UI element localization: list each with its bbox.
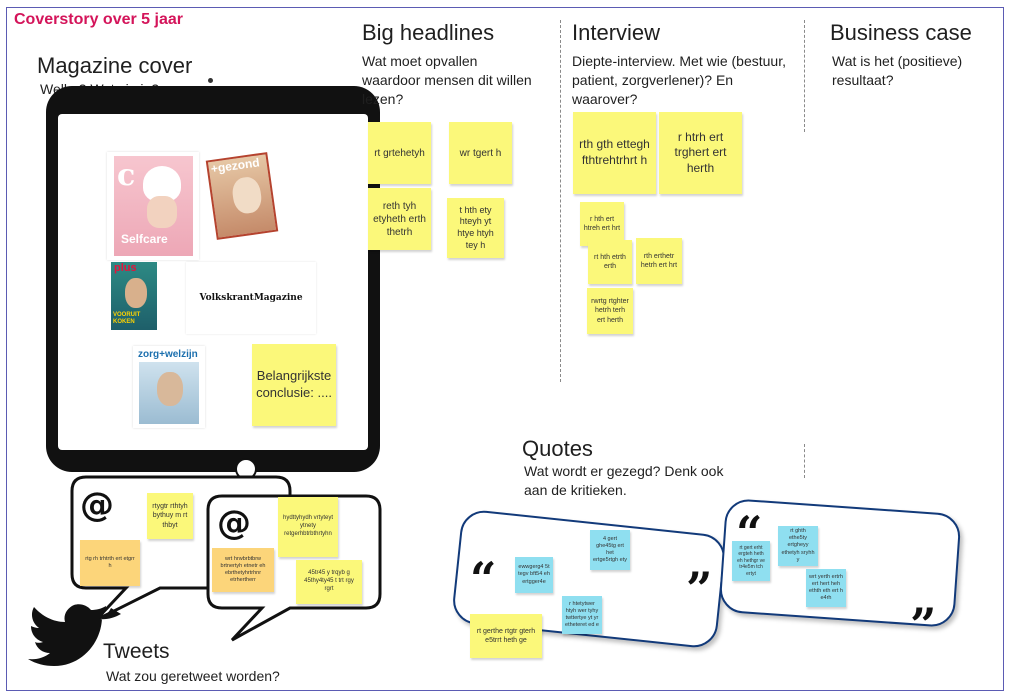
at-sign-icon: @ [80, 485, 114, 525]
cover-zorg-label: zorg+welzijn [138, 349, 198, 360]
divider-interview-business-top [804, 20, 805, 132]
sticky-tweet-2c[interactable]: 45tr45 y trqyb g 45thy4ty45 t trt rgy rg… [296, 560, 362, 604]
sticky-quote-right-3[interactable]: wrt yerth ertrh ert hert heh ethth eth e… [806, 569, 846, 607]
sticky-headline-2[interactable]: wr tgert h [449, 122, 512, 184]
board-frame [6, 7, 1004, 691]
tablet-camera-icon [208, 78, 213, 83]
sticky-tweet-2a[interactable]: hydttyhydh vrtyteyt ytnety retgerhbtrbth… [278, 497, 338, 557]
sticky-interview-small-3[interactable]: rth erthetr hetrh ert hrt [636, 238, 682, 284]
headlines-title: Big headlines [362, 20, 495, 45]
frame-title: Coverstory over 5 jaar [14, 11, 183, 28]
close-quote-icon: ” [686, 562, 713, 616]
interview-title: Interview [572, 20, 661, 45]
sticky-interview-small-4[interactable]: rwrtg rtghter hetrh terh ert herth [587, 288, 633, 334]
sticky-interview-small-1[interactable]: r hth ert htreh ert hrt [580, 202, 624, 246]
divider-interview-business-bottom [804, 444, 805, 478]
sticky-quote-right-1[interactable]: rt gert erht ergteh heth eh hethgr ve tr… [732, 541, 770, 581]
sticky-headline-4[interactable]: t hth ety hteyh yt htye htyh tey h [447, 198, 504, 258]
sticky-quote-left-1[interactable]: ewwgerg4 5t tegv bft54 eh ertgger4e [515, 557, 553, 593]
sticky-tweet-1a[interactable]: rtygtr rthtyh bythuy m rt thbyt [147, 493, 193, 539]
headlines-subtitle: Wat moet opvallen waardoor mensen dit wi… [362, 53, 532, 107]
quotes-title: Quotes [522, 436, 593, 461]
open-quote-icon: “ [470, 552, 497, 606]
magazine-title: Magazine cover [37, 53, 193, 78]
business-title: Business case [830, 20, 972, 45]
cover-volkskrant-label: VolkskrantMagazine [199, 293, 303, 303]
interview-subtitle: Diepte-interview. Met wie (bestuur, pati… [572, 53, 786, 107]
sticky-headline-1[interactable]: rt grtehetyh [368, 122, 431, 184]
sticky-quote-left-2[interactable]: 4 gert ghe45tg ert het ertge5rtgh ety [590, 530, 630, 570]
business-subtitle: Wat is het (positieve) resultaat? [832, 53, 963, 88]
tweets-title: Tweets [103, 640, 170, 663]
tweets-subtitle: Wat zou geretweet worden? [106, 668, 280, 684]
cover-selfcare-label: Selfcare [121, 232, 168, 246]
twitter-bird-icon [28, 604, 121, 666]
sticky-interview-small-2[interactable]: rt hth etrth erth [588, 240, 632, 284]
close-quote-icon: ” [910, 598, 937, 652]
sticky-magazine-conclusion[interactable]: Belangrijkste conclusie: .... [252, 344, 336, 426]
cover-plus-extra: VOORUIT KOKEN [113, 312, 141, 325]
sticky-tweet-1b[interactable]: rtg rh trhtrth ert etgrr h [80, 540, 140, 586]
cover-plus[interactable]: plus VOORUIT KOKEN [111, 262, 157, 330]
quotes-subtitle: Wat wordt er gezegd? Denk ook aan de kri… [524, 463, 724, 498]
cover-selfcare[interactable]: c Selfcare [107, 152, 199, 260]
sticky-quote-right-2[interactable]: rt ghth ethe5ty ertgheyy ethetyh sryhh y [778, 526, 818, 566]
cover-volkskrant[interactable]: VolkskrantMagazine [186, 262, 316, 334]
sticky-interview-big-2[interactable]: r htrh ert trghert ert herth [659, 112, 742, 194]
sticky-quote-left-3[interactable]: rt gerthe rtgtr gterh e5trrt heth ge [470, 614, 542, 658]
cover-plus-label: plus [114, 262, 137, 274]
sticky-headline-3[interactable]: reth tyh etyheth erth thetrh [368, 188, 431, 250]
divider-headlines-interview [560, 20, 561, 382]
at-sign-icon: @ [217, 503, 251, 543]
sticky-tweet-2b[interactable]: wrt hrwbrbtbrw brtnertyh etnetr eh ebrth… [212, 548, 274, 592]
sticky-quote-left-4[interactable]: r htetytwer htyh wer tyhy twttertye yt y… [562, 596, 602, 634]
cover-zorg-welzijn[interactable]: zorg+welzijn [133, 346, 205, 428]
sticky-interview-big-1[interactable]: rth gth ettegh fthtrehtrhrt h [573, 112, 656, 194]
